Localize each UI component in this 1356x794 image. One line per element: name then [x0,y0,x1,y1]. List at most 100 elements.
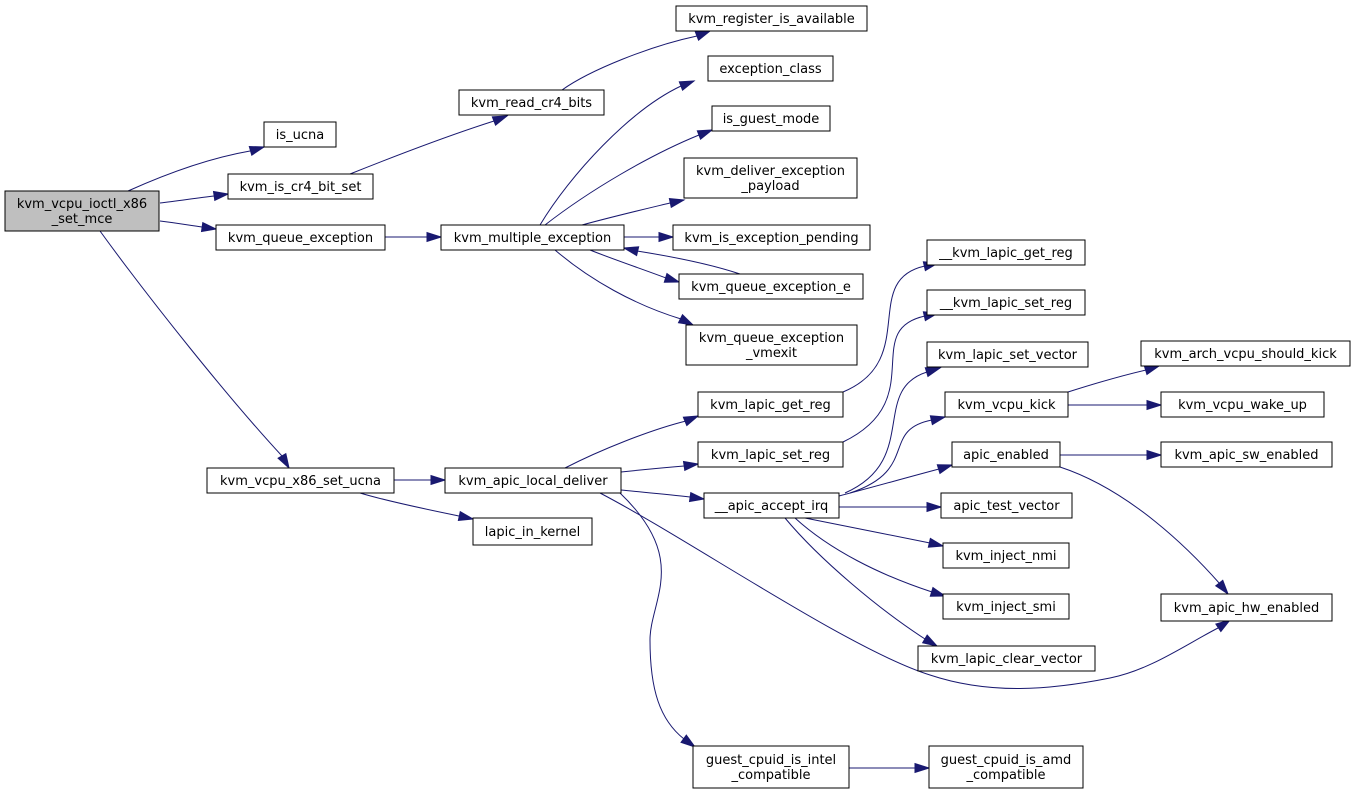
node-apic-test-vector[interactable]: apic_test_vector [940,492,1073,519]
node-kvm-apic-sw-enabled[interactable]: kvm_apic_sw_enabled [1160,441,1333,468]
node-kvm-lapic-get-reg[interactable]: kvm_lapic_get_reg [697,391,844,418]
arrowhead-icon [491,115,509,127]
node-box [711,105,831,132]
arrowhead-icon [678,80,696,92]
node-box [678,273,864,300]
edge-line [127,146,265,192]
node-apic-enabled[interactable]: apic_enabled [951,441,1061,468]
edge-line [794,517,946,597]
node-kvm-lapic-set-reg[interactable]: kvm_lapic_set_reg [697,441,844,468]
node-label: kvm_apic_sw_enabled [1174,448,1318,463]
node-apic-accept-irq[interactable]: __apic_accept_irq [703,492,840,519]
arrowhead-icon [622,246,640,257]
node-kvm-lapic-set-reg[interactable]: __kvm_lapic_set_reg [926,289,1086,316]
arrowhead-icon [680,734,697,748]
node-label: kvm_lapic_set_reg [711,448,830,463]
arrowhead-icon [694,30,712,42]
arrowhead-icon [457,510,475,522]
edge-kvm_vcpu_x86_set_ucna-to-lapic_in_kernel [359,492,475,522]
node-kvm-multiple-exception[interactable]: kvm_multiple_exception [440,224,625,251]
edge-line [784,517,938,647]
node-label: kvm_is_exception_pending [684,231,858,246]
node-box [215,224,386,251]
node-kvm-vcpu-wake-up[interactable]: kvm_vcpu_wake_up [1160,391,1325,418]
node-kvm-apic-hw-enabled[interactable]: kvm_apic_hw_enabled [1160,593,1333,622]
arrowhead-icon [682,460,700,472]
node-lapic-in-kernel[interactable]: lapic_in_kernel [472,517,593,546]
node-kvm-lapic-set-vector[interactable]: kvm_lapic_set_vector [926,341,1089,368]
arrowhead-icon [200,221,218,233]
node-box [458,89,605,116]
node-label: _payload [740,179,799,194]
node-kvm-inject-smi[interactable]: kvm_inject_smi [942,593,1070,620]
edge-kvm_multiple_exception-to-kvm_queue_exception_vmexit [554,249,695,326]
node-kvm-register-is-available[interactable]: kvm_register_is_available [675,5,868,32]
edge-apic_accept_irq-to-kvm_inject_nmi [804,517,945,548]
node-label: kvm_deliver_exception [696,164,845,179]
node-box [926,289,1086,316]
edge-kvm_multiple_exception-to-exception_class [539,80,696,226]
node-kvm-arch-vcpu-should-kick[interactable]: kvm_arch_vcpu_should_kick [1140,340,1351,367]
node-kvm-lapic-get-reg[interactable]: __kvm_lapic_get_reg [926,239,1086,266]
edge-kvm_apic_local_deliver-to-apic_accept_irq [620,489,706,503]
node-label: kvm_lapic_get_reg [710,398,831,413]
node-kvm-read-cr4-bits[interactable]: kvm_read_cr4_bits [458,89,605,116]
edge-kvm_vcpu_kick-to-kvm_arch_vcpu_should_kick [1067,365,1161,393]
node-label: kvm_vcpu_x86_set_ucna [220,474,381,489]
node-kvm-inject-nmi[interactable]: kvm_inject_nmi [942,542,1070,569]
arrowhead-icon [426,231,443,243]
node-label: kvm_queue_exception [228,231,373,246]
call-nodes: kvm_vcpu_ioctl_x86_set_mce is_ucna kvm_is_… [4,5,1351,789]
edge-line [349,115,508,175]
edge-line [842,262,939,393]
node-kvm-is-cr4-bit-set[interactable]: kvm_is_cr4_bit_set [227,173,374,200]
node-box [1160,593,1333,622]
node-guest-cpuid-is-amd-compatible[interactable]: guest_cpuid_is_amd_compatible [928,745,1084,789]
edge-line [838,464,953,497]
node-box [942,593,1070,620]
node-label: _compatible [730,768,810,783]
arrowhead-icon [677,313,695,326]
node-label: kvm_inject_smi [956,600,1056,615]
node-box [707,55,834,82]
node-guest-cpuid-is-intel-compatible[interactable]: guest_cpuid_is_intel_compatible [692,745,850,789]
node-label: apic_enabled [963,448,1049,463]
node-kvm-queue-exception-vmexit[interactable]: kvm_queue_exception_vmexit [685,324,858,366]
node-box [951,441,1061,468]
node-kvm-queue-exception[interactable]: kvm_queue_exception [215,224,386,251]
node-kvm-deliver-exception-payload[interactable]: kvm_deliver_exception_payload [683,157,858,199]
edge-kvm_multiple_exception-to-is_guest_mode [544,129,714,226]
arrowhead-icon [1143,365,1161,376]
edge-line [544,129,713,226]
edge-line [619,492,696,748]
edge-line [554,249,694,326]
node-exception-class[interactable]: exception_class [707,55,834,82]
node-kvm-vcpu-x86-set-ucna[interactable]: kvm_vcpu_x86_set_ucna [206,467,395,494]
node-label: kvm_multiple_exception [454,231,612,246]
edge-line [599,492,1231,689]
node-is-guest-mode[interactable]: is_guest_mode [711,105,831,132]
edge-kvm_read_cr4_bits-to-kvm_register_is_available [561,30,712,91]
edge-kvm_is_cr4_bit_set-to-kvm_read_cr4_bits [349,115,509,175]
edge-kvm_vcpu_kick-to-kvm_vcpu_wake_up [1068,399,1163,411]
node-root[interactable]: kvm_vcpu_ioctl_x86_set_mce [4,190,160,232]
edge-line [359,492,474,520]
node-label: apic_test_vector [953,499,1060,514]
node-kvm-apic-local-deliver[interactable]: kvm_apic_local_deliver [444,467,622,494]
node-label: _compatible [965,768,1045,783]
node-kvm-vcpu-kick[interactable]: kvm_vcpu_kick [944,391,1069,418]
node-label: exception_class [719,62,822,77]
arrowhead-icon [682,415,700,427]
edge-line [1059,466,1229,595]
node-kvm-queue-exception-e[interactable]: kvm_queue_exception_e [678,273,864,300]
node-label: is_guest_mode [723,112,820,127]
edge-apic_enabled-to-kvm_apic_sw_enabled [1060,449,1163,461]
node-kvm-lapic-clear-vector[interactable]: kvm_lapic_clear_vector [917,645,1096,672]
edge-kvm_multiple_exception-to-kvm_deliver_exception_payload [581,197,686,226]
node-kvm-is-exception-pending[interactable]: kvm_is_exception_pending [672,224,871,251]
node-box [926,341,1089,368]
node-is-ucna[interactable]: is_ucna [263,121,337,148]
arrowhead-icon [696,129,714,141]
arrowhead-icon [430,474,447,486]
edge-root-to-kvm_vcpu_x86_set_ucna [99,230,290,470]
